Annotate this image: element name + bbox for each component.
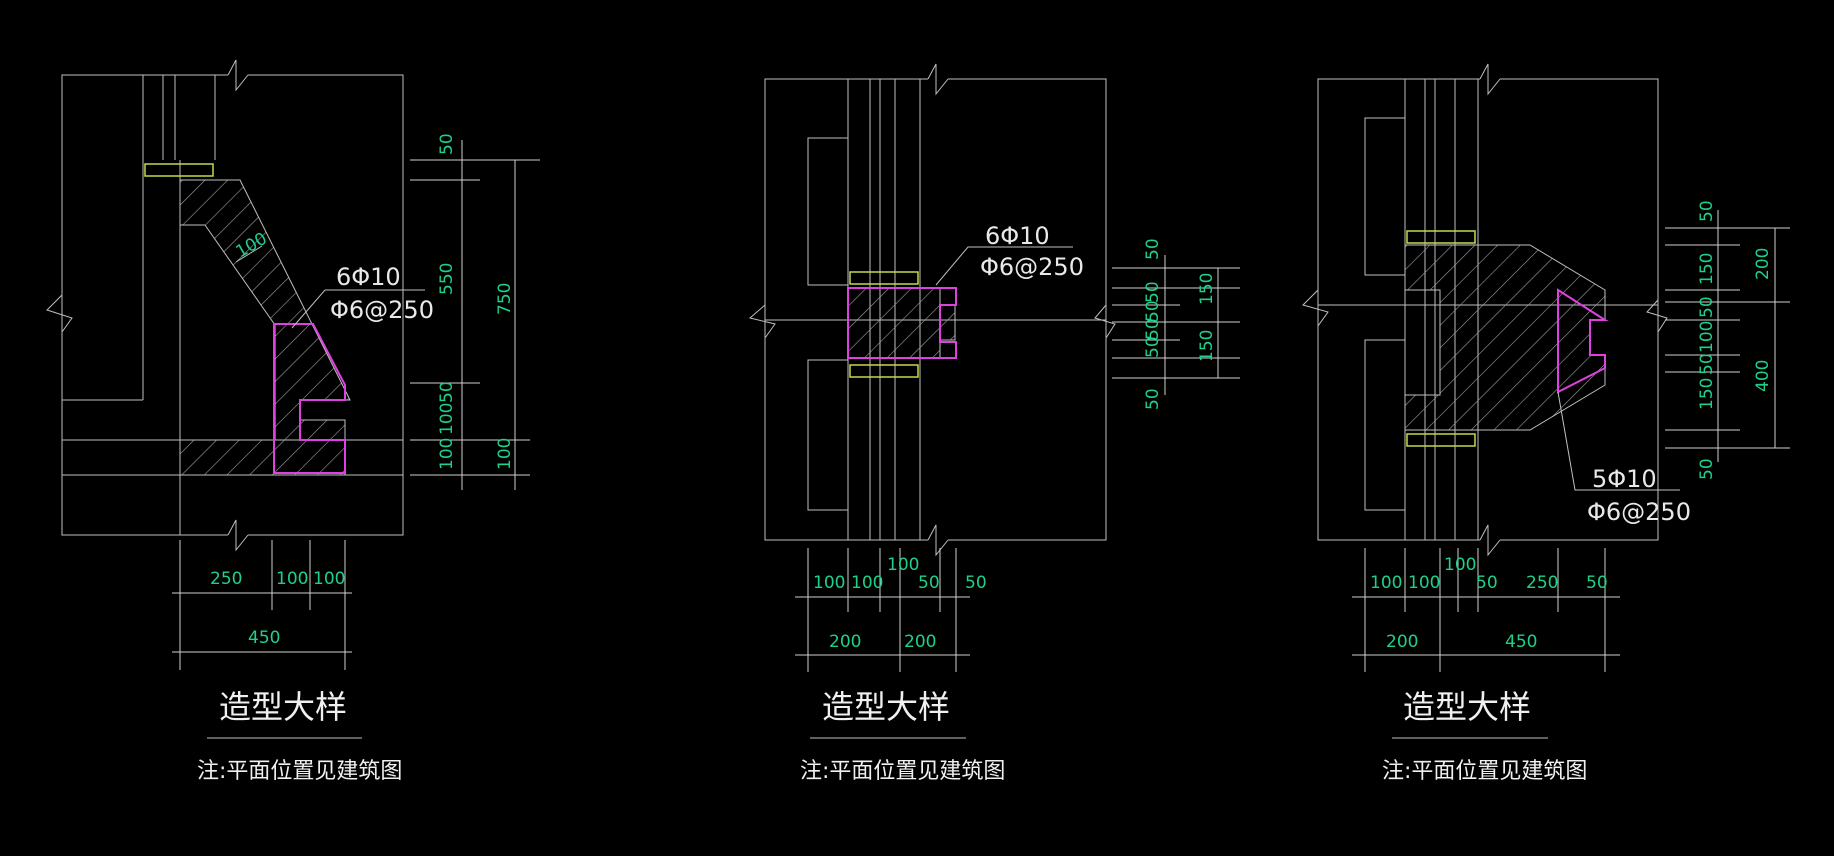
- detail-2-rebar-stirrup: Φ6@250: [980, 253, 1084, 281]
- detail-3-rebar-stirrup: Φ6@250: [1587, 498, 1691, 526]
- detail-3-dim-r6: 150: [1697, 378, 1717, 410]
- detail-3-dim-r8: 200: [1753, 248, 1773, 280]
- detail-3-dim-b7: 200: [1386, 632, 1418, 652]
- detail-3-lintel-bottom: [1406, 433, 1476, 447]
- detail-2-rebar-cage: [847, 287, 957, 359]
- detail-3-rebar-main: 5Φ10: [1592, 465, 1657, 493]
- detail-1-dim-r1: 50: [437, 133, 457, 155]
- detail-2-lintel-bottom: [849, 364, 919, 378]
- detail-3-dim-b5: 250: [1526, 573, 1558, 593]
- detail-2-dim-b4: 50: [918, 573, 940, 593]
- detail-1-bottom-dimensions: [172, 540, 352, 670]
- detail-1-rebar-main: 6Φ10: [336, 263, 401, 291]
- detail-3-dim-b1: 100: [1370, 573, 1402, 593]
- detail-2-dim-r4: 50: [1143, 318, 1163, 340]
- detail-3-leader: [1557, 391, 1680, 491]
- detail-1-title: 造型大样: [219, 688, 347, 726]
- detail-1-rebar-stirrup: Φ6@250: [330, 296, 434, 324]
- detail-3-dim-r7: 50: [1697, 458, 1717, 480]
- detail-2-note: 注:平面位置见建筑图: [800, 759, 1005, 784]
- detail-3-dim-r4: 100: [1697, 321, 1717, 353]
- detail-2-dim-r2: 50: [1143, 281, 1163, 303]
- detail-3-dim-r3: 50: [1697, 296, 1717, 318]
- detail-2-dim-b2: 100: [851, 573, 883, 593]
- detail-3-dim-b3: 100: [1444, 555, 1476, 575]
- detail-1-dim-b1: 250: [210, 569, 242, 589]
- detail-2-title: 造型大样: [822, 688, 950, 726]
- detail-2-dim-b3: 100: [887, 555, 919, 575]
- detail-2-dim-r6: 50: [1143, 388, 1163, 410]
- detail-3-title: 造型大样: [1403, 688, 1531, 726]
- detail-2-leader: [935, 246, 1073, 286]
- detail-2-dim-b6: 200: [829, 632, 861, 652]
- detail-1-leader: [291, 289, 425, 329]
- detail-2-dim-r8: 150: [1197, 330, 1217, 362]
- detail-1-dim-r2: 550: [437, 263, 457, 295]
- detail-1-dim-r3: 50: [437, 381, 457, 403]
- detail-3-rebar-cage: [1557, 288, 1609, 394]
- detail-1-dim-r7: 100: [495, 438, 515, 470]
- detail-1-dim-r5: 100: [437, 438, 457, 470]
- detail-1-lintel: [144, 163, 214, 177]
- detail-2: 6Φ10 Φ6@250 50 50 50 50 50 50 150 150: [748, 63, 1240, 784]
- detail-1-dim-b3: 100: [313, 569, 345, 589]
- detail-3-dim-b4: 50: [1476, 573, 1498, 593]
- detail-3-right-dimensions: [1665, 210, 1790, 462]
- detail-3-dim-b2: 100: [1408, 573, 1440, 593]
- detail-2-dim-b7: 200: [904, 632, 936, 652]
- detail-1-dim-b4: 450: [248, 628, 280, 648]
- detail-3-dim-b6: 50: [1586, 573, 1608, 593]
- detail-1-section-hatch: [179, 179, 351, 476]
- detail-2-dim-r5: 50: [1143, 336, 1163, 358]
- detail-2-rebar-main: 6Φ10: [985, 222, 1050, 250]
- detail-3-bottom-dimensions: [1352, 548, 1620, 672]
- detail-2-dim-b1: 100: [813, 573, 845, 593]
- detail-3-dim-b8: 450: [1505, 632, 1537, 652]
- detail-2-section-hatch: [847, 287, 956, 359]
- detail-2-dim-r7: 150: [1197, 273, 1217, 305]
- detail-3-dim-r2: 150: [1697, 253, 1717, 285]
- detail-1-slant-dim-line: [235, 245, 263, 263]
- detail-3-lintel-top: [1406, 230, 1476, 244]
- detail-3-dim-r1: 50: [1697, 200, 1717, 222]
- detail-3: 5Φ10 Φ6@250 50 150 50 100 50 150 50 200 …: [1302, 63, 1790, 784]
- detail-3-note: 注:平面位置见建筑图: [1382, 759, 1587, 784]
- detail-3-dim-r5: 50: [1697, 353, 1717, 375]
- detail-1-note: 注:平面位置见建筑图: [197, 759, 402, 784]
- detail-2-dim-r3: 50: [1143, 300, 1163, 322]
- detail-1: 100 6Φ10 Φ6@250 50 550 50 100 100 750 10…: [46, 59, 540, 784]
- detail-1-rebar-cage: [273, 323, 346, 474]
- detail-2-dim-b5: 50: [965, 573, 987, 593]
- detail-3-dim-r9: 400: [1753, 360, 1773, 392]
- detail-1-right-dimensions: [410, 140, 540, 490]
- detail-1-dim-r4: 100: [437, 403, 457, 435]
- detail-2-bottom-dimensions: [795, 548, 970, 672]
- detail-2-lintel-top: [849, 271, 919, 285]
- detail-2-right-dimensions: [1112, 255, 1240, 395]
- detail-1-dim-r6: 750: [495, 283, 515, 315]
- detail-2-dim-r1: 50: [1143, 238, 1163, 260]
- detail-1-dim-b2: 100: [276, 569, 308, 589]
